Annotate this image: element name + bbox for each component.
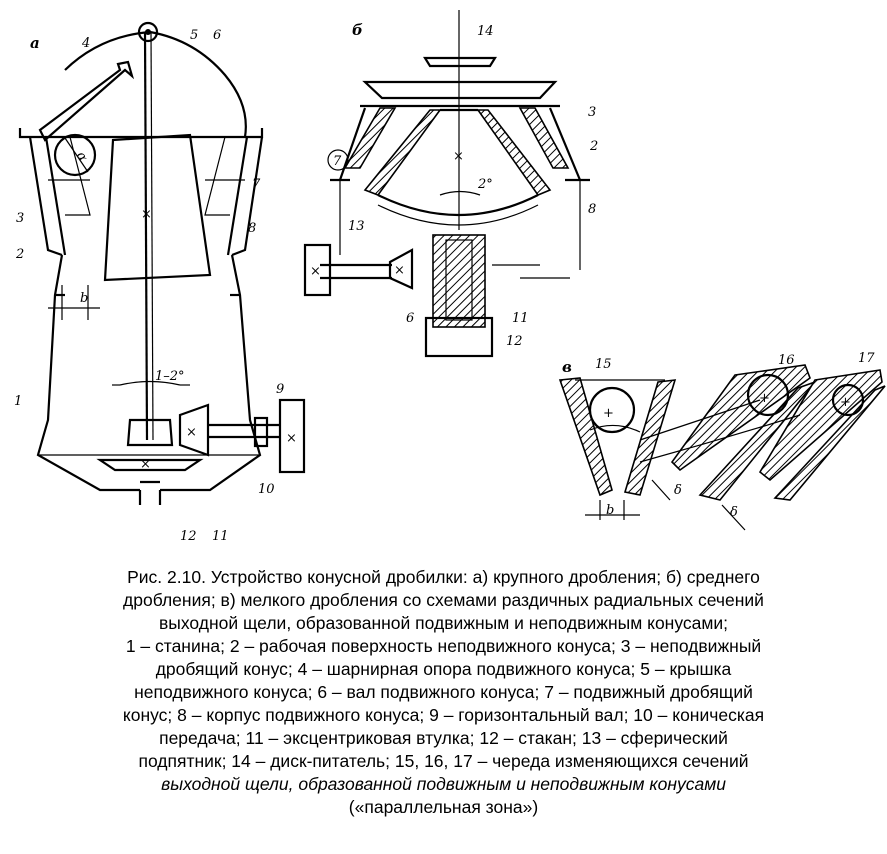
- svg-text:×: ×: [394, 263, 405, 278]
- eccentric-bushing: [126, 418, 174, 447]
- svg-text:+: +: [840, 395, 851, 410]
- view-b-drawing: × × ×: [303, 10, 590, 358]
- section-15-left: [558, 377, 613, 497]
- svg-text:×: ×: [286, 431, 297, 446]
- label-b-12: 12: [506, 334, 523, 349]
- section-17-top: [758, 369, 883, 482]
- caption-line-7: конус; 8 – корпус подвижного конуса; 9 –…: [122, 705, 765, 725]
- label-c-delta2: δ: [730, 505, 738, 520]
- caption-line-8: передача; 11 – эксцентриковая втулка; 12…: [159, 728, 728, 748]
- label-b-3: 3: [588, 105, 596, 120]
- label-b-angle: 2°: [477, 177, 493, 192]
- svg-text:+: +: [603, 406, 614, 421]
- hinge-circle: [137, 21, 159, 43]
- view-b-labels: б 14 3 2 7 8 13 2° 6 11 12: [327, 21, 598, 349]
- label-c-17: 17: [858, 351, 875, 366]
- section-16-bottom: [698, 380, 818, 501]
- caption-line-1: Рис. 2.10. Устройство конусной дробилки:…: [127, 567, 760, 587]
- caption-line-5: дробящий конус; 4 – шарнирная опора подв…: [155, 659, 732, 679]
- label-c-delta1: δ: [674, 483, 682, 498]
- label-a-5: 5: [190, 28, 198, 43]
- alpha-circle: [53, 133, 97, 177]
- label-a-4: 4: [81, 36, 90, 51]
- eccentric-bushing-b: [432, 234, 486, 328]
- cup-b: [424, 316, 494, 358]
- label-b-14: 14: [477, 24, 494, 39]
- pulley: [278, 398, 306, 474]
- right-wall: [231, 136, 264, 257]
- particle-16: [746, 373, 790, 417]
- view-a-letter: а: [30, 34, 40, 52]
- label-a-12: 12: [180, 529, 197, 544]
- label-a-10: 10: [258, 482, 275, 497]
- bevel-gear: [96, 458, 204, 472]
- caption-line-9: подпятник; 14 – диск-питатель; 15, 16, 1…: [138, 751, 749, 771]
- label-a-9: 9: [276, 382, 284, 397]
- label-b-8: 8: [588, 202, 596, 217]
- top-bowl: [362, 80, 558, 100]
- label-a-3: 3: [16, 211, 24, 226]
- label-b-13: 13: [348, 219, 365, 234]
- view-b-letter: б: [352, 21, 363, 39]
- label-a-2: 2: [15, 247, 24, 262]
- label-c-b: b: [606, 503, 614, 518]
- view-c-drawing: + + +: [558, 364, 886, 531]
- cover-outline: [30, 30, 247, 139]
- label-a-b: b: [80, 291, 88, 306]
- label-a-1: 1: [14, 394, 22, 409]
- svg-text:×: ×: [310, 264, 321, 279]
- particle-17: [831, 383, 865, 417]
- crusher-diagram: × × × × а 4 5 6 7: [14, 10, 886, 544]
- left-wall: [28, 136, 63, 257]
- caption-line-10: выходной щели, образованной подвижным и …: [161, 774, 726, 794]
- label-a-7: 7: [252, 177, 261, 192]
- caption-line-4: 1 – станина; 2 – рабочая поверхность неп…: [125, 636, 762, 656]
- caption-line-11: («параллельная зона»): [348, 797, 539, 817]
- svg-text:×: ×: [186, 425, 197, 440]
- label-b-11: 11: [512, 311, 529, 326]
- svg-text:+: +: [759, 391, 770, 406]
- caption-line-6: неподвижного конуса; 6 – вал подвижного …: [134, 682, 753, 702]
- moving-cone: [103, 133, 212, 282]
- particle-15: [588, 386, 636, 434]
- cup: [138, 480, 162, 505]
- label-c-15: 15: [595, 357, 612, 372]
- label-b-2: 2: [589, 139, 598, 154]
- label-a-6: 6: [213, 28, 221, 43]
- label-b-7-circle: [327, 149, 349, 171]
- feed-disc: [423, 56, 497, 68]
- figure-caption: Рис. 2.10. Устройство конусной дробилки:…: [0, 566, 887, 819]
- cover-lever: [38, 60, 135, 142]
- svg-text:×: ×: [140, 457, 151, 472]
- caption-line-3: выходной щели, образованной подвижным и …: [158, 613, 729, 633]
- moving-cone-right: [476, 109, 552, 196]
- label-c-16: 16: [778, 353, 795, 368]
- spherical-bearing: [377, 194, 539, 217]
- label-a-angle: 1–2°: [155, 369, 185, 384]
- view-c-labels: в 15 16 17 b δ δ: [562, 351, 875, 520]
- pulley-b: [303, 243, 332, 297]
- view-a-labels: а 4 5 6 7 8 3 2 1 α b 1–2° 9 10 11 12: [14, 28, 284, 544]
- section-17-bottom: [773, 385, 886, 501]
- label-a-11: 11: [212, 529, 229, 544]
- svg-text:×: ×: [453, 149, 464, 164]
- label-b-7: 7: [333, 154, 342, 169]
- svg-text:×: ×: [141, 207, 152, 222]
- frame-left: [36, 254, 140, 492]
- section-15-right: [623, 379, 677, 496]
- caption-line-2: дробления; в) мелкого дробления со схема…: [123, 590, 764, 610]
- label-a-8: 8: [248, 221, 256, 236]
- label-b-6: 6: [406, 311, 414, 326]
- view-a-drawing: × × × ×: [18, 21, 306, 505]
- shaft-line: [143, 31, 149, 441]
- view-c-letter: в: [562, 358, 572, 376]
